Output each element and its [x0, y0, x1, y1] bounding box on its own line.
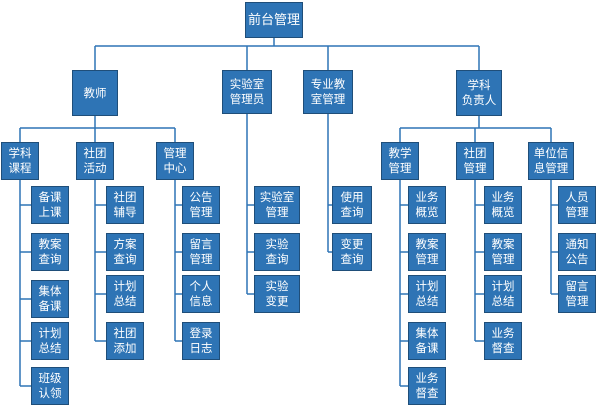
node-club-activity[interactable]: 社团 活动 [76, 142, 114, 180]
leaf-club-supervision[interactable]: 业务 督查 [484, 322, 522, 360]
leaf-login-log[interactable]: 登录 日志 [182, 322, 220, 360]
node-subject-course[interactable]: 学科 课程 [1, 142, 39, 180]
leaf-class-claim[interactable]: 班级 认领 [31, 367, 69, 405]
leaf-club-plan-summary[interactable]: 计划 总结 [106, 275, 144, 313]
node-root[interactable]: 前台管理 [245, 2, 303, 38]
leaf-change-query[interactable]: 变更 查询 [332, 233, 372, 271]
leaf-lab-management[interactable]: 实验室 管理 [254, 186, 300, 224]
node-management-center[interactable]: 管理 中心 [156, 142, 194, 180]
leaf-lesson-plan-query[interactable]: 教案 查询 [31, 233, 69, 271]
leaf-teaching-overview[interactable]: 业务 概览 [408, 186, 446, 224]
leaf-club-overview[interactable]: 业务 概览 [484, 186, 522, 224]
leaf-teaching-plan-summary[interactable]: 计划 总结 [408, 275, 446, 313]
leaf-prep-class[interactable]: 备课 上课 [31, 186, 69, 224]
leaf-notice-management[interactable]: 公告 管理 [182, 186, 220, 224]
leaf-club-lesson-plan[interactable]: 教案 管理 [484, 233, 522, 271]
node-teaching-management[interactable]: 教学 管理 [381, 142, 419, 180]
leaf-experiment-change[interactable]: 实验 变更 [254, 275, 300, 313]
leaf-teaching-lesson-plan[interactable]: 教案 管理 [408, 233, 446, 271]
leaf-notification[interactable]: 通知 公告 [558, 233, 596, 271]
leaf-personal-info[interactable]: 个人 信息 [182, 275, 220, 313]
leaf-unit-message-management[interactable]: 留言 管理 [558, 275, 596, 313]
node-lab-admin[interactable]: 实验室 管理员 [222, 70, 272, 114]
leaf-plan-query[interactable]: 方案 查询 [106, 233, 144, 271]
node-unit-info-management[interactable]: 单位信 息管理 [528, 142, 574, 180]
node-subject-head[interactable]: 学科 负责人 [456, 70, 502, 116]
node-club-management[interactable]: 社团 管理 [456, 142, 494, 180]
node-classroom-admin[interactable]: 专业教 室管理 [303, 70, 353, 114]
leaf-group-prep[interactable]: 集体 备课 [31, 280, 69, 318]
node-teacher[interactable]: 教师 [72, 70, 118, 116]
leaf-club-tutoring[interactable]: 社团 辅导 [106, 186, 144, 224]
leaf-usage-query[interactable]: 使用 查询 [332, 186, 372, 224]
leaf-staff-management[interactable]: 人员 管理 [558, 186, 596, 224]
leaf-teaching-group-prep[interactable]: 集体 备课 [408, 322, 446, 360]
leaf-message-management[interactable]: 留言 管理 [182, 233, 220, 271]
leaf-club-mgmt-plan-summary[interactable]: 计划 总结 [484, 275, 522, 313]
leaf-plan-summary[interactable]: 计划 总结 [31, 322, 69, 360]
leaf-club-add[interactable]: 社团 添加 [106, 322, 144, 360]
leaf-experiment-query[interactable]: 实验 查询 [254, 233, 300, 271]
leaf-teaching-supervision[interactable]: 业务 督查 [408, 367, 446, 405]
